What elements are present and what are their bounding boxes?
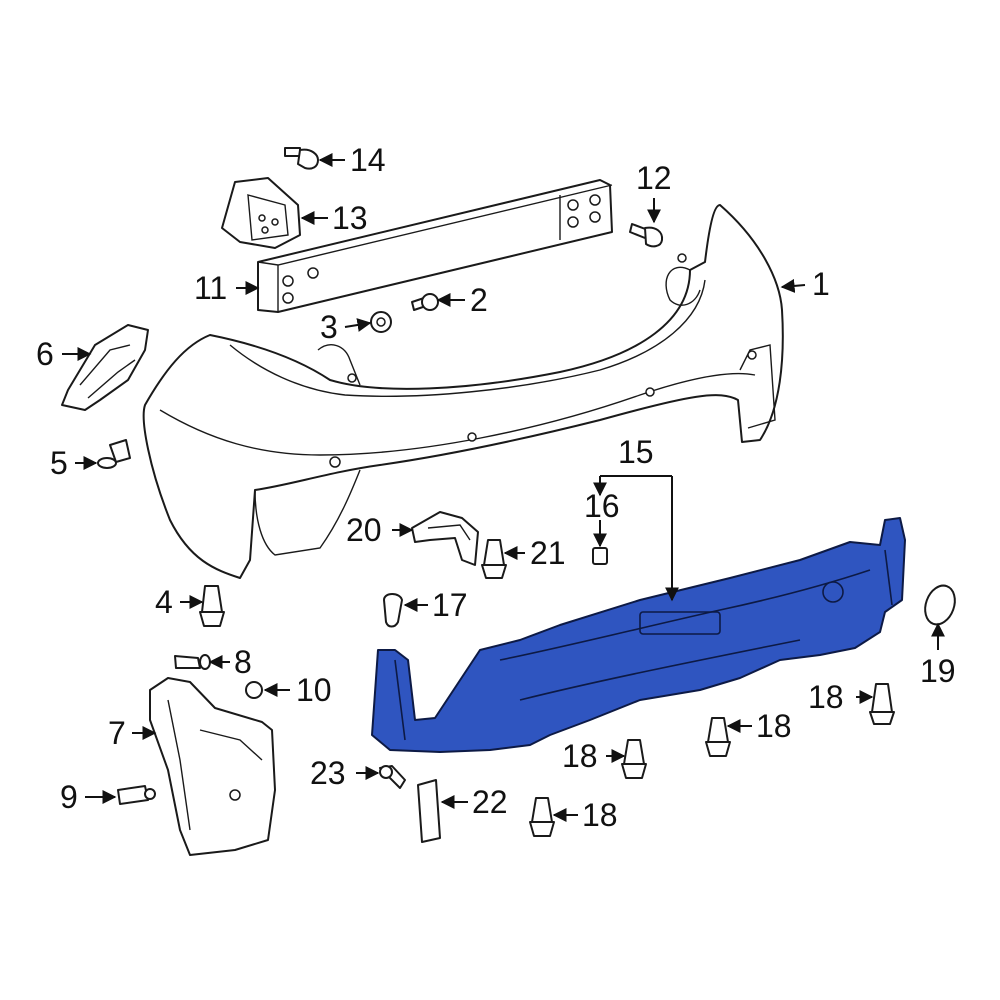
callout-18-c: 18 [562,738,598,774]
callout-13: 13 [332,200,368,236]
callout-2: 2 [470,282,488,318]
bracket-20 [411,511,479,566]
callout-4: 4 [155,584,173,620]
nut-3 [370,311,392,333]
callout-leaders [62,153,945,822]
side-panel-7 [149,677,276,856]
callout-23: 23 [310,755,346,791]
clip-21 [481,539,507,579]
callout-15: 15 [618,434,654,470]
nut-10 [245,681,263,699]
clip-18-a [869,683,895,725]
callout-19: 19 [920,653,956,689]
callout-6: 6 [36,336,54,372]
callout-17: 17 [432,587,468,623]
callout-21: 21 [530,535,566,571]
bolt-2 [411,293,439,311]
callout-11: 11 [194,270,227,306]
reflector-22 [417,779,441,843]
callout-labels: 1 2 3 4 5 6 7 8 9 10 11 12 13 14 15 16 1… [36,142,956,833]
callout-18-a: 18 [808,679,844,715]
reinforcement-beam [257,179,613,313]
clip-5 [97,439,131,469]
callout-16: 16 [584,488,620,524]
callout-18-d: 18 [582,797,618,833]
callout-14: 14 [350,142,386,178]
clip-18-d [529,797,555,837]
callout-9: 9 [60,779,78,815]
callout-5: 5 [50,445,68,481]
callout-8: 8 [234,644,252,680]
clip-4 [199,585,225,627]
callout-12: 12 [636,160,672,196]
nut-16 [592,547,608,565]
bumper-cover [142,204,784,579]
beam-bracket [221,177,301,249]
side-bracket-6 [61,324,149,411]
cap-19 [924,584,956,626]
callout-10: 10 [296,672,332,708]
bolt-12 [629,223,664,248]
lower-valance-highlighted [371,517,906,753]
callout-1: 1 [812,266,830,302]
callout-7: 7 [108,715,126,751]
callout-20: 20 [346,512,382,548]
bolt-23 [379,765,406,789]
callout-22: 22 [472,784,508,820]
clip-8 [174,654,211,670]
bolt-14 [284,147,319,170]
callout-3: 3 [320,309,338,345]
bolt-9 [117,785,156,805]
clip-18-c [621,739,647,779]
clip-17 [383,593,403,628]
callout-18-b: 18 [756,708,792,744]
clip-18-b [705,717,731,757]
